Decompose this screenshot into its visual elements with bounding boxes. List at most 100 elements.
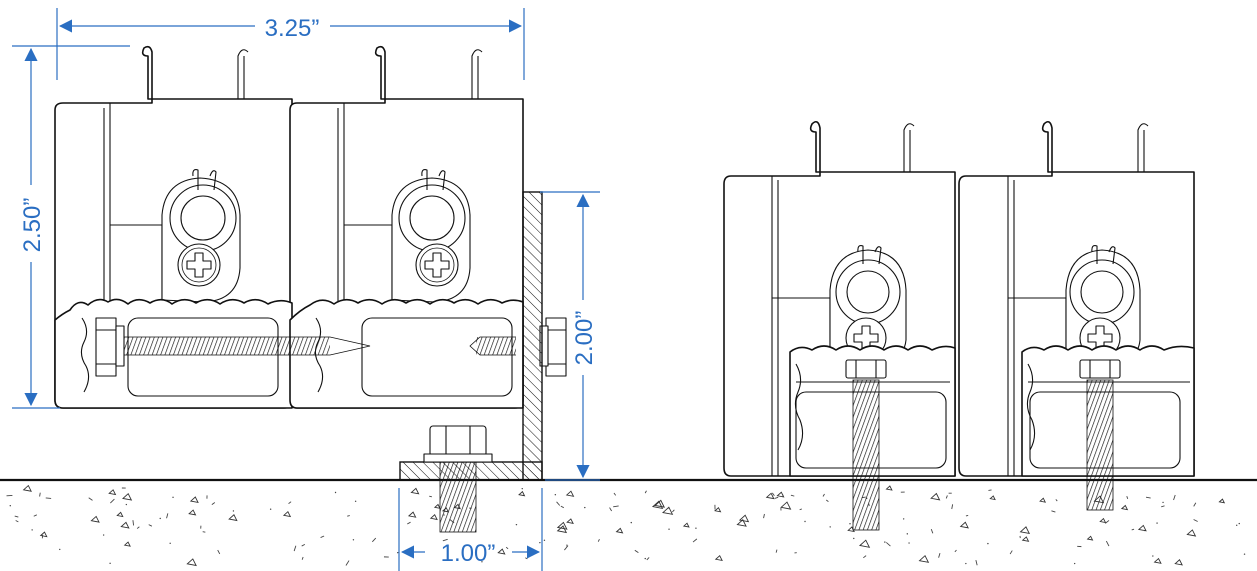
concrete-speckle: [668, 528, 670, 530]
dim-label-height-left: 2.50”: [19, 198, 46, 253]
concrete-speckle: [1173, 494, 1176, 501]
concrete-speckle: [169, 542, 171, 544]
concrete-speckle: [849, 523, 851, 525]
concrete-speckle: [539, 541, 541, 544]
concrete-speckle: [347, 515, 350, 517]
concrete-speckle: [497, 548, 506, 555]
dimension-width-bottom: 1.00”: [398, 488, 543, 571]
concrete-speckle: [959, 521, 969, 529]
concrete-speckle: [228, 514, 238, 522]
concrete-speckle: [288, 501, 292, 504]
concrete-speckle: [630, 521, 632, 524]
dimension-width-top: 3.25”: [56, 8, 525, 80]
concrete-speckle: [518, 490, 526, 497]
concrete-speckle: [88, 497, 93, 501]
concrete-speckle: [1055, 499, 1058, 502]
concrete-speckle: [822, 493, 825, 497]
concrete-speckle: [1019, 526, 1031, 535]
concrete-speckle: [33, 514, 37, 517]
concrete-speckle: [1236, 524, 1238, 526]
concrete-speckle: [771, 492, 775, 496]
concrete-floor: [0, 478, 1257, 567]
concrete-speckle: [1126, 496, 1129, 500]
concrete-speckle: [692, 538, 698, 543]
concrete-speckle: [609, 507, 613, 512]
concrete-speckle: [211, 502, 216, 506]
concrete-speckle: [352, 539, 355, 541]
concrete-speckle: [543, 539, 546, 542]
concrete-speckle: [515, 523, 518, 526]
concrete-speckle: [1186, 529, 1197, 537]
concrete-speckle: [938, 553, 941, 558]
concrete-speckle: [166, 513, 169, 519]
concrete-speckle: [584, 506, 586, 509]
concrete-speckle: [564, 545, 569, 551]
concrete-speckle: [22, 484, 32, 492]
concrete-speckle: [560, 505, 564, 509]
left-screw-1: [177, 243, 221, 287]
concrete-speckle: [654, 499, 666, 508]
concrete-speckle: [108, 489, 117, 496]
concrete-speckle: [15, 520, 19, 523]
concrete-speckle: [765, 492, 775, 500]
concrete-speckle: [110, 498, 115, 504]
dim-label-height-right: 2.00”: [571, 311, 598, 366]
concrete-speckle: [644, 557, 646, 560]
concrete-speckle: [951, 504, 954, 510]
concrete-speckle: [1162, 501, 1164, 504]
concrete-speckle: [1152, 555, 1154, 557]
concrete-speckle: [14, 515, 19, 518]
concrete-speckle: [799, 508, 802, 511]
concrete-speckle: [1021, 536, 1030, 542]
concrete-speckle: [1153, 557, 1162, 564]
concrete-speckle: [556, 521, 568, 530]
concrete-speckle: [521, 487, 523, 490]
concrete-speckle: [780, 501, 792, 510]
concrete-speckle: [613, 505, 619, 508]
concrete-speckle: [301, 543, 306, 547]
left-horizontal-screw: [95, 317, 567, 377]
concrete-speckle: [301, 556, 304, 560]
concrete-speckle: [682, 522, 690, 528]
concrete-speckle: [714, 506, 722, 513]
concrete-speckle: [885, 485, 893, 491]
concrete-speckle: [738, 514, 750, 523]
concrete-speckle: [662, 506, 674, 515]
concrete-speckle: [1086, 535, 1094, 541]
concrete-speckle: [902, 518, 905, 520]
concrete-speckle: [525, 557, 528, 560]
concrete-speckles: [6, 484, 1246, 567]
concrete-speckle: [354, 500, 357, 502]
concrete-speckle: [1073, 562, 1076, 565]
concrete-speckle: [1099, 517, 1107, 524]
concrete-speckle: [345, 560, 350, 566]
concrete-speckle: [644, 490, 647, 494]
concrete-speckle: [714, 554, 723, 562]
concrete-speckle: [125, 503, 128, 506]
concrete-speckle: [1174, 559, 1183, 566]
concrete-speckle: [1137, 524, 1147, 532]
concrete-speckle: [148, 524, 153, 527]
angle-bracket: [399, 191, 543, 533]
concrete-speckle: [884, 541, 886, 543]
concrete-speckle: [975, 560, 978, 566]
concrete-speckle: [505, 546, 509, 550]
concrete-speckle: [269, 508, 272, 510]
concrete-speckle: [853, 537, 855, 540]
concrete-speckle: [965, 514, 969, 517]
concrete-speckle: [556, 525, 568, 534]
concrete-speckle: [39, 531, 48, 538]
concrete-speckle: [565, 490, 575, 497]
concrete-speckle: [987, 542, 989, 545]
concrete-speckle: [1243, 553, 1246, 555]
concrete-speckle: [1120, 504, 1129, 511]
concrete-speckle: [188, 509, 197, 516]
concrete-speckle: [186, 558, 197, 567]
concrete-speckle: [123, 541, 131, 547]
concrete-speckle: [790, 494, 795, 497]
concrete-speckle: [39, 492, 41, 497]
concrete-speckle: [1161, 505, 1165, 508]
concrete-speckle: [371, 537, 377, 543]
concrete-speckle: [554, 494, 557, 496]
